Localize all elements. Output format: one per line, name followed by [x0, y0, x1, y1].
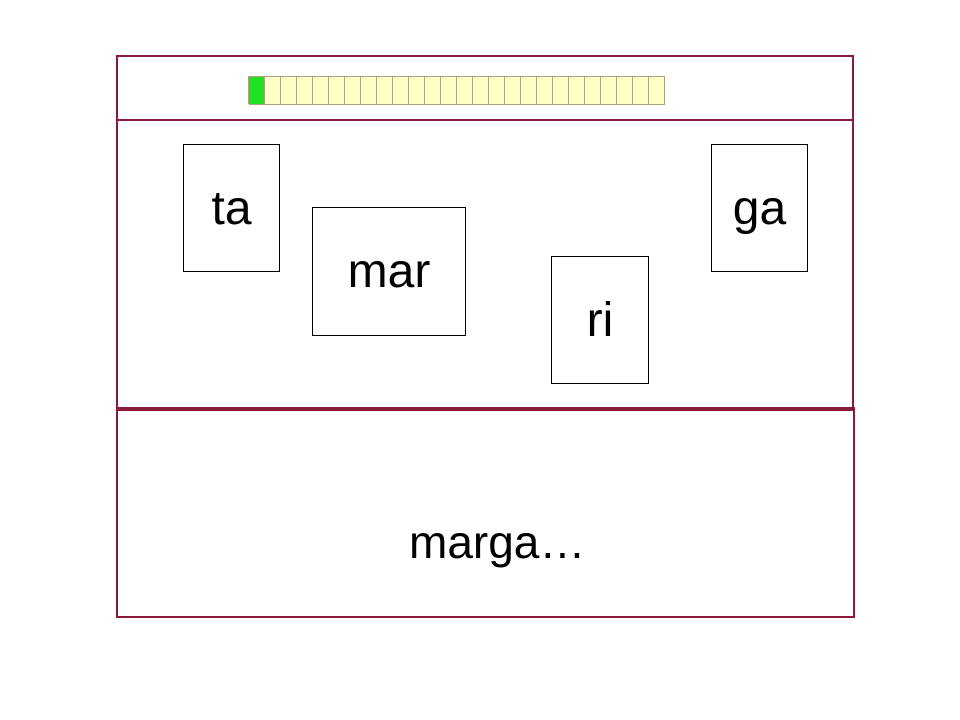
syllable-tile-ta[interactable]: ta — [183, 144, 280, 272]
answer-text: marga… — [409, 516, 586, 568]
progress-cell-pending — [585, 76, 601, 105]
progress-cell-pending — [265, 76, 281, 105]
progress-cell-pending — [601, 76, 617, 105]
progress-cell-pending — [537, 76, 553, 105]
progress-cell-pending — [649, 76, 665, 105]
progress-cell-pending — [377, 76, 393, 105]
progress-cell-done — [249, 76, 265, 105]
progress-cell-pending — [569, 76, 585, 105]
syllable-tile-ga[interactable]: ga — [711, 144, 808, 272]
progress-cell-pending — [489, 76, 505, 105]
progress-cell-pending — [393, 76, 409, 105]
progress-cell-pending — [633, 76, 649, 105]
progress-cell-pending — [409, 76, 425, 105]
progress-cell-pending — [297, 76, 313, 105]
progress-cell-pending — [281, 76, 297, 105]
progress-cell-pending — [473, 76, 489, 105]
progress-bar — [248, 76, 665, 105]
syllable-board — [116, 55, 854, 411]
answer-area — [116, 407, 855, 618]
board-divider — [116, 119, 854, 121]
progress-cell-pending — [505, 76, 521, 105]
progress-cell-pending — [457, 76, 473, 105]
progress-cell-pending — [521, 76, 537, 105]
progress-cell-pending — [361, 76, 377, 105]
progress-cell-pending — [553, 76, 569, 105]
syllable-tile-ri[interactable]: ri — [551, 256, 649, 384]
syllable-tile-mar[interactable]: mar — [312, 207, 466, 336]
progress-cell-pending — [425, 76, 441, 105]
progress-cell-pending — [617, 76, 633, 105]
progress-cell-pending — [441, 76, 457, 105]
progress-cell-pending — [345, 76, 361, 105]
progress-cell-pending — [313, 76, 329, 105]
progress-cell-pending — [329, 76, 345, 105]
